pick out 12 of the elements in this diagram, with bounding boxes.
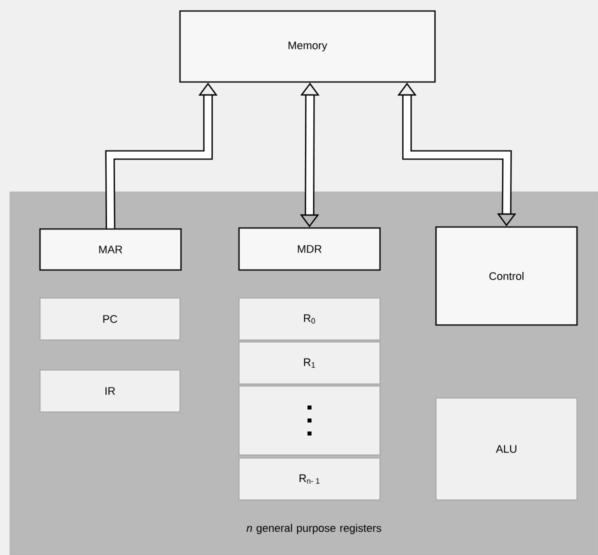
register-box: PC bbox=[40, 298, 180, 340]
memory-box: Memory bbox=[179, 10, 436, 83]
alu-box: ALU bbox=[436, 398, 578, 500]
ellipsis-box bbox=[238, 386, 380, 456]
register-box: R$_{0}$ bbox=[238, 298, 380, 340]
control-box: Control bbox=[435, 226, 578, 326]
register-box: MAR bbox=[39, 228, 182, 271]
register-box: MDR bbox=[238, 227, 381, 271]
caption: n general purpose registers bbox=[246, 524, 382, 534]
register-box: R$_{n- 1}$ bbox=[238, 458, 380, 500]
register-box: R$_{1}$ bbox=[238, 342, 380, 384]
register-box: IR bbox=[40, 370, 180, 412]
